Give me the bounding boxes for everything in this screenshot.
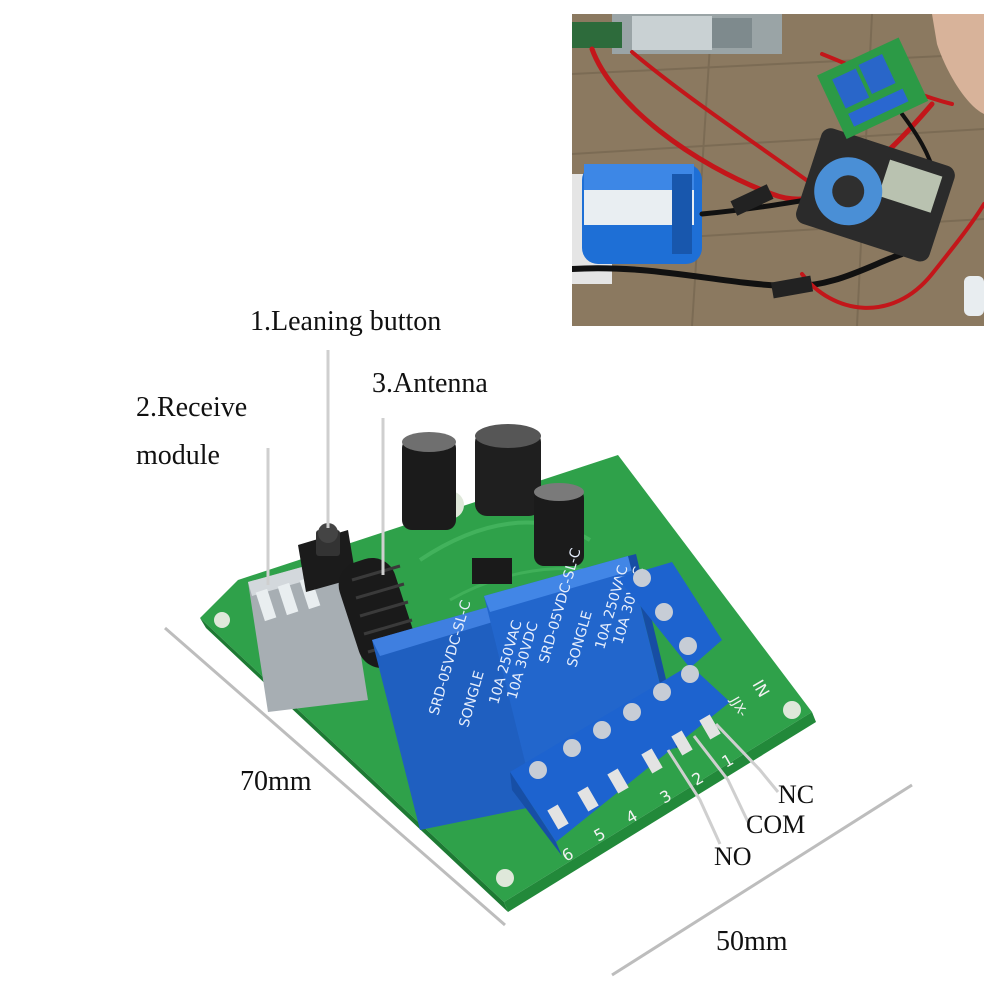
callout-line-com [692,735,750,823]
label-terminal-nc: NC [778,780,815,809]
multimeter [796,128,955,262]
label-width: 50mm [716,926,788,957]
label-receive-module-line2: module [136,440,220,471]
terminal-block-front [510,665,730,856]
callout-line-nc [714,722,780,793]
callout-lines [266,350,780,845]
inset-photo [572,14,984,326]
hand [932,14,984,114]
inset-relay-board [817,37,929,139]
motor [572,14,782,54]
callout-line-no [666,749,722,845]
dimension-lines [164,626,913,977]
label-terminal-com: COM [746,810,806,839]
pcb-in-label: IN [749,677,774,701]
inset-photo-graphic [572,14,984,326]
label-leaning-button: 1.Leaning button [250,306,442,337]
dimension-line-width [611,783,913,977]
label-length: 70mm [240,766,312,797]
label-antenna: 3.Antenna [372,368,488,399]
terminal-block-top [618,562,722,668]
dimension-line-length [164,626,506,927]
label-receive-module-line1: 2.Receive [136,392,248,423]
label-terminal-no: NO [714,842,752,871]
capacitors [402,424,584,584]
